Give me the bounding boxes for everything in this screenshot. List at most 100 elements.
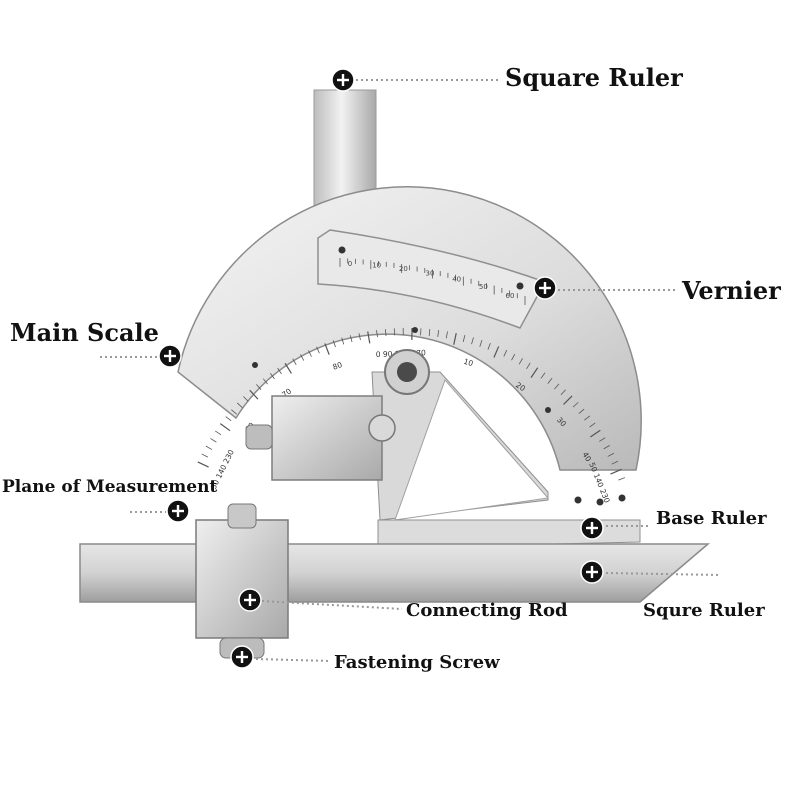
vernier-ticks bbox=[339, 258, 526, 305]
main-scale-tick bbox=[284, 362, 292, 374]
main-scale-number: 10 bbox=[462, 357, 474, 368]
label-square-ruler: Square Ruler bbox=[505, 63, 683, 92]
main-scale-sector bbox=[177, 186, 642, 471]
vernier-number: 20 bbox=[399, 265, 408, 273]
main-scale-tick bbox=[231, 409, 237, 415]
main-scale-tick bbox=[270, 373, 275, 380]
block-screw bbox=[368, 414, 396, 442]
marker-main-scale bbox=[158, 344, 182, 368]
label-vernier: Vernier bbox=[682, 276, 781, 305]
main-scale-tick bbox=[471, 337, 474, 345]
main-scale-tick bbox=[308, 350, 312, 357]
main-scale-tick bbox=[324, 343, 330, 355]
main-scale-tick bbox=[384, 329, 387, 337]
main-scale-tick bbox=[511, 353, 516, 361]
vernier-number: 60 bbox=[506, 292, 515, 300]
main-scale-tick bbox=[603, 445, 610, 450]
main-scale-tick bbox=[599, 437, 606, 442]
inner-triangle-opening bbox=[394, 379, 549, 521]
main-scale-tick bbox=[210, 438, 217, 443]
vernier-number: 50 bbox=[479, 283, 488, 291]
main-scale-tick bbox=[445, 331, 448, 339]
main-scale-tick bbox=[332, 340, 336, 348]
center-knob-cap bbox=[397, 362, 417, 382]
side-knob bbox=[245, 424, 273, 450]
main-scale-tick bbox=[358, 333, 361, 341]
label-base-ruler: Base Ruler bbox=[656, 508, 767, 529]
connecting-block-top-screw bbox=[227, 503, 257, 529]
main-scale-tick bbox=[341, 337, 345, 345]
main-scale-tick bbox=[197, 461, 209, 468]
marker-vernier bbox=[533, 276, 557, 300]
main-scale-tick bbox=[493, 346, 500, 358]
main-scale-tick bbox=[300, 354, 305, 361]
vernier-number: 40 bbox=[452, 276, 461, 284]
main-scale-tick bbox=[578, 408, 585, 414]
main-scale-tick bbox=[256, 384, 262, 390]
main-scale-tick bbox=[292, 358, 297, 365]
main-scale-tick bbox=[462, 334, 466, 342]
vernier-rivet bbox=[338, 246, 346, 254]
main-scale-tick bbox=[219, 423, 231, 432]
main-scale-tick bbox=[214, 430, 222, 436]
marker-squre-ruler bbox=[580, 560, 604, 584]
leader-lines bbox=[100, 79, 721, 662]
scale-rivet bbox=[596, 498, 604, 506]
vernier-rivet bbox=[516, 282, 524, 290]
marker-connecting-rod bbox=[238, 588, 262, 612]
main-scale-tick bbox=[262, 378, 268, 385]
main-scale-number: 40 bbox=[581, 450, 594, 463]
main-scale-tick bbox=[572, 402, 579, 408]
marker-fastening-screw bbox=[230, 645, 254, 669]
main-scale-tick bbox=[560, 389, 566, 396]
leader-squre-ruler bbox=[605, 572, 721, 576]
leader-connecting-rod bbox=[261, 600, 403, 610]
main-scale-number: 20 bbox=[514, 380, 527, 393]
main-scale-tick bbox=[540, 372, 546, 379]
base-ruler-blade bbox=[377, 519, 641, 549]
main-scale-tick bbox=[589, 422, 596, 428]
main-scale-tick bbox=[479, 339, 483, 347]
vernier-number: 10 bbox=[372, 262, 381, 270]
main-scale-tick bbox=[243, 396, 249, 402]
main-scale-tick bbox=[503, 349, 508, 357]
scale-rivet bbox=[545, 407, 551, 413]
label-main-scale: Main Scale bbox=[10, 318, 159, 347]
label-connecting-rod: Connecting Rod bbox=[406, 600, 568, 621]
main-scale-tick bbox=[607, 452, 615, 457]
connecting-block bbox=[195, 519, 289, 639]
marker-square-ruler bbox=[331, 68, 355, 92]
scale-rivet bbox=[412, 327, 418, 333]
main-scale-tick bbox=[584, 415, 591, 421]
main-scale-tick bbox=[590, 429, 601, 438]
main-scale-tick bbox=[518, 358, 523, 365]
markers bbox=[158, 68, 604, 669]
main-scale-number: 80 bbox=[331, 360, 343, 372]
main-scale-tick bbox=[376, 330, 378, 338]
main-scale-tick bbox=[610, 468, 622, 475]
main-scale-tick bbox=[618, 477, 626, 481]
main-scale-tick bbox=[367, 331, 371, 344]
main-scale-tick bbox=[225, 416, 232, 422]
leader-fastening-screw bbox=[255, 658, 331, 662]
main-scale-tick bbox=[487, 342, 491, 350]
label-fastening-screw: Fastening Screw bbox=[334, 652, 500, 673]
vernier-number: 0 bbox=[348, 260, 352, 268]
main-scale-tick bbox=[316, 346, 320, 354]
main-scale-tick bbox=[530, 367, 539, 378]
main-scale-tick bbox=[277, 367, 282, 375]
scale-rivet bbox=[618, 494, 626, 502]
main-scale-tick bbox=[349, 335, 353, 343]
main-scale-ticks bbox=[197, 328, 626, 481]
center-block bbox=[271, 395, 383, 481]
vernier-plate bbox=[317, 229, 547, 329]
label-plane-of-measurement: Plane of Measurement bbox=[2, 477, 218, 497]
main-scale-tick bbox=[236, 402, 243, 408]
main-scale-tick bbox=[526, 362, 531, 369]
scale-rivet bbox=[252, 362, 258, 368]
main-scale-tick bbox=[249, 389, 259, 400]
main-scale-tick bbox=[547, 377, 553, 384]
long-ruler-blade bbox=[79, 543, 711, 603]
main-scale-tick bbox=[554, 383, 560, 390]
